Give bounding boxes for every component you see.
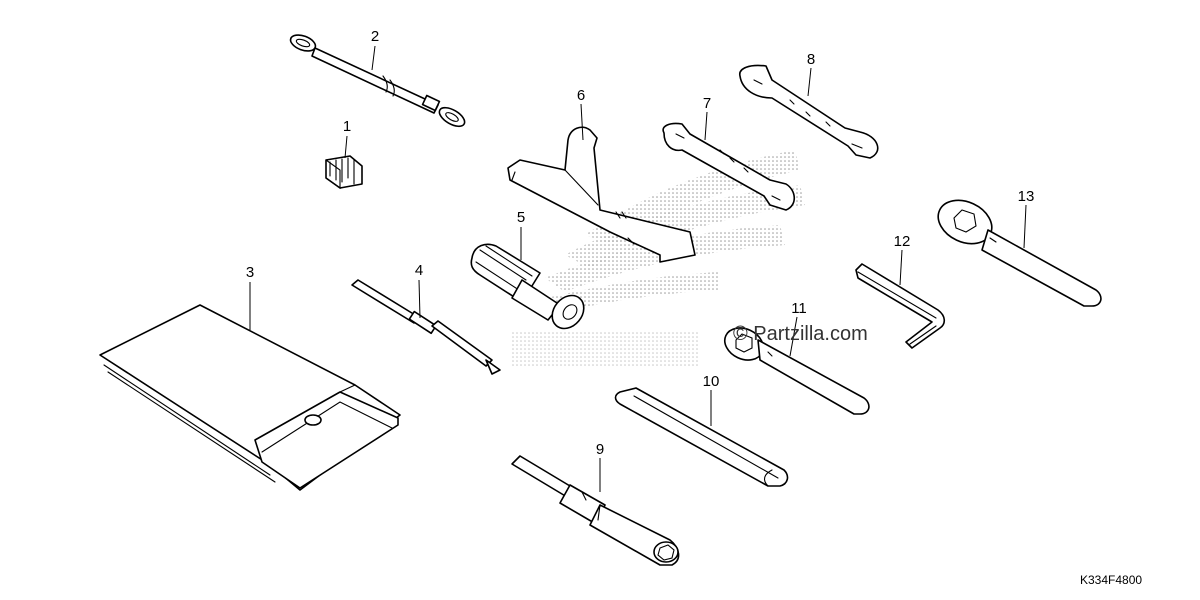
callout-6: 6 — [577, 87, 585, 104]
part-13-ring-wrench — [937, 199, 1102, 307]
part-7-open-end-wrench — [662, 122, 796, 211]
part-5-screwdriver-handle — [470, 243, 585, 330]
part-11-box-wrench — [723, 327, 870, 415]
part-10-extension-bar — [614, 387, 789, 487]
callout-3: 3 — [246, 264, 254, 281]
leader-lines — [249, 45, 1027, 492]
part-2-wire-cable — [289, 34, 466, 128]
part-9-plug-wrench — [511, 455, 680, 566]
callout-8: 8 — [807, 51, 815, 68]
partzilla-watermark: © Partzilla.com — [733, 323, 868, 345]
callout-11: 11 — [791, 300, 807, 317]
part-3-tool-bag — [99, 304, 401, 491]
callout-10: 10 — [703, 373, 720, 390]
part-4-screwdriver-bit — [351, 279, 501, 375]
callout-9: 9 — [596, 441, 604, 458]
callout-13: 13 — [1018, 188, 1035, 205]
callout-2: 2 — [371, 28, 379, 45]
part-6-pin-spanner — [507, 126, 696, 263]
part-8-open-end-wrench — [739, 64, 879, 159]
callout-5: 5 — [517, 209, 525, 226]
callout-4: 4 — [415, 262, 423, 279]
part-12-hex-key — [855, 263, 946, 349]
callout-1: 1 — [343, 118, 351, 135]
part-1-clip — [325, 155, 363, 190]
callout-12: 12 — [894, 233, 911, 250]
drawing-code: K334F4800 — [1080, 573, 1142, 587]
callout-7: 7 — [703, 95, 711, 112]
